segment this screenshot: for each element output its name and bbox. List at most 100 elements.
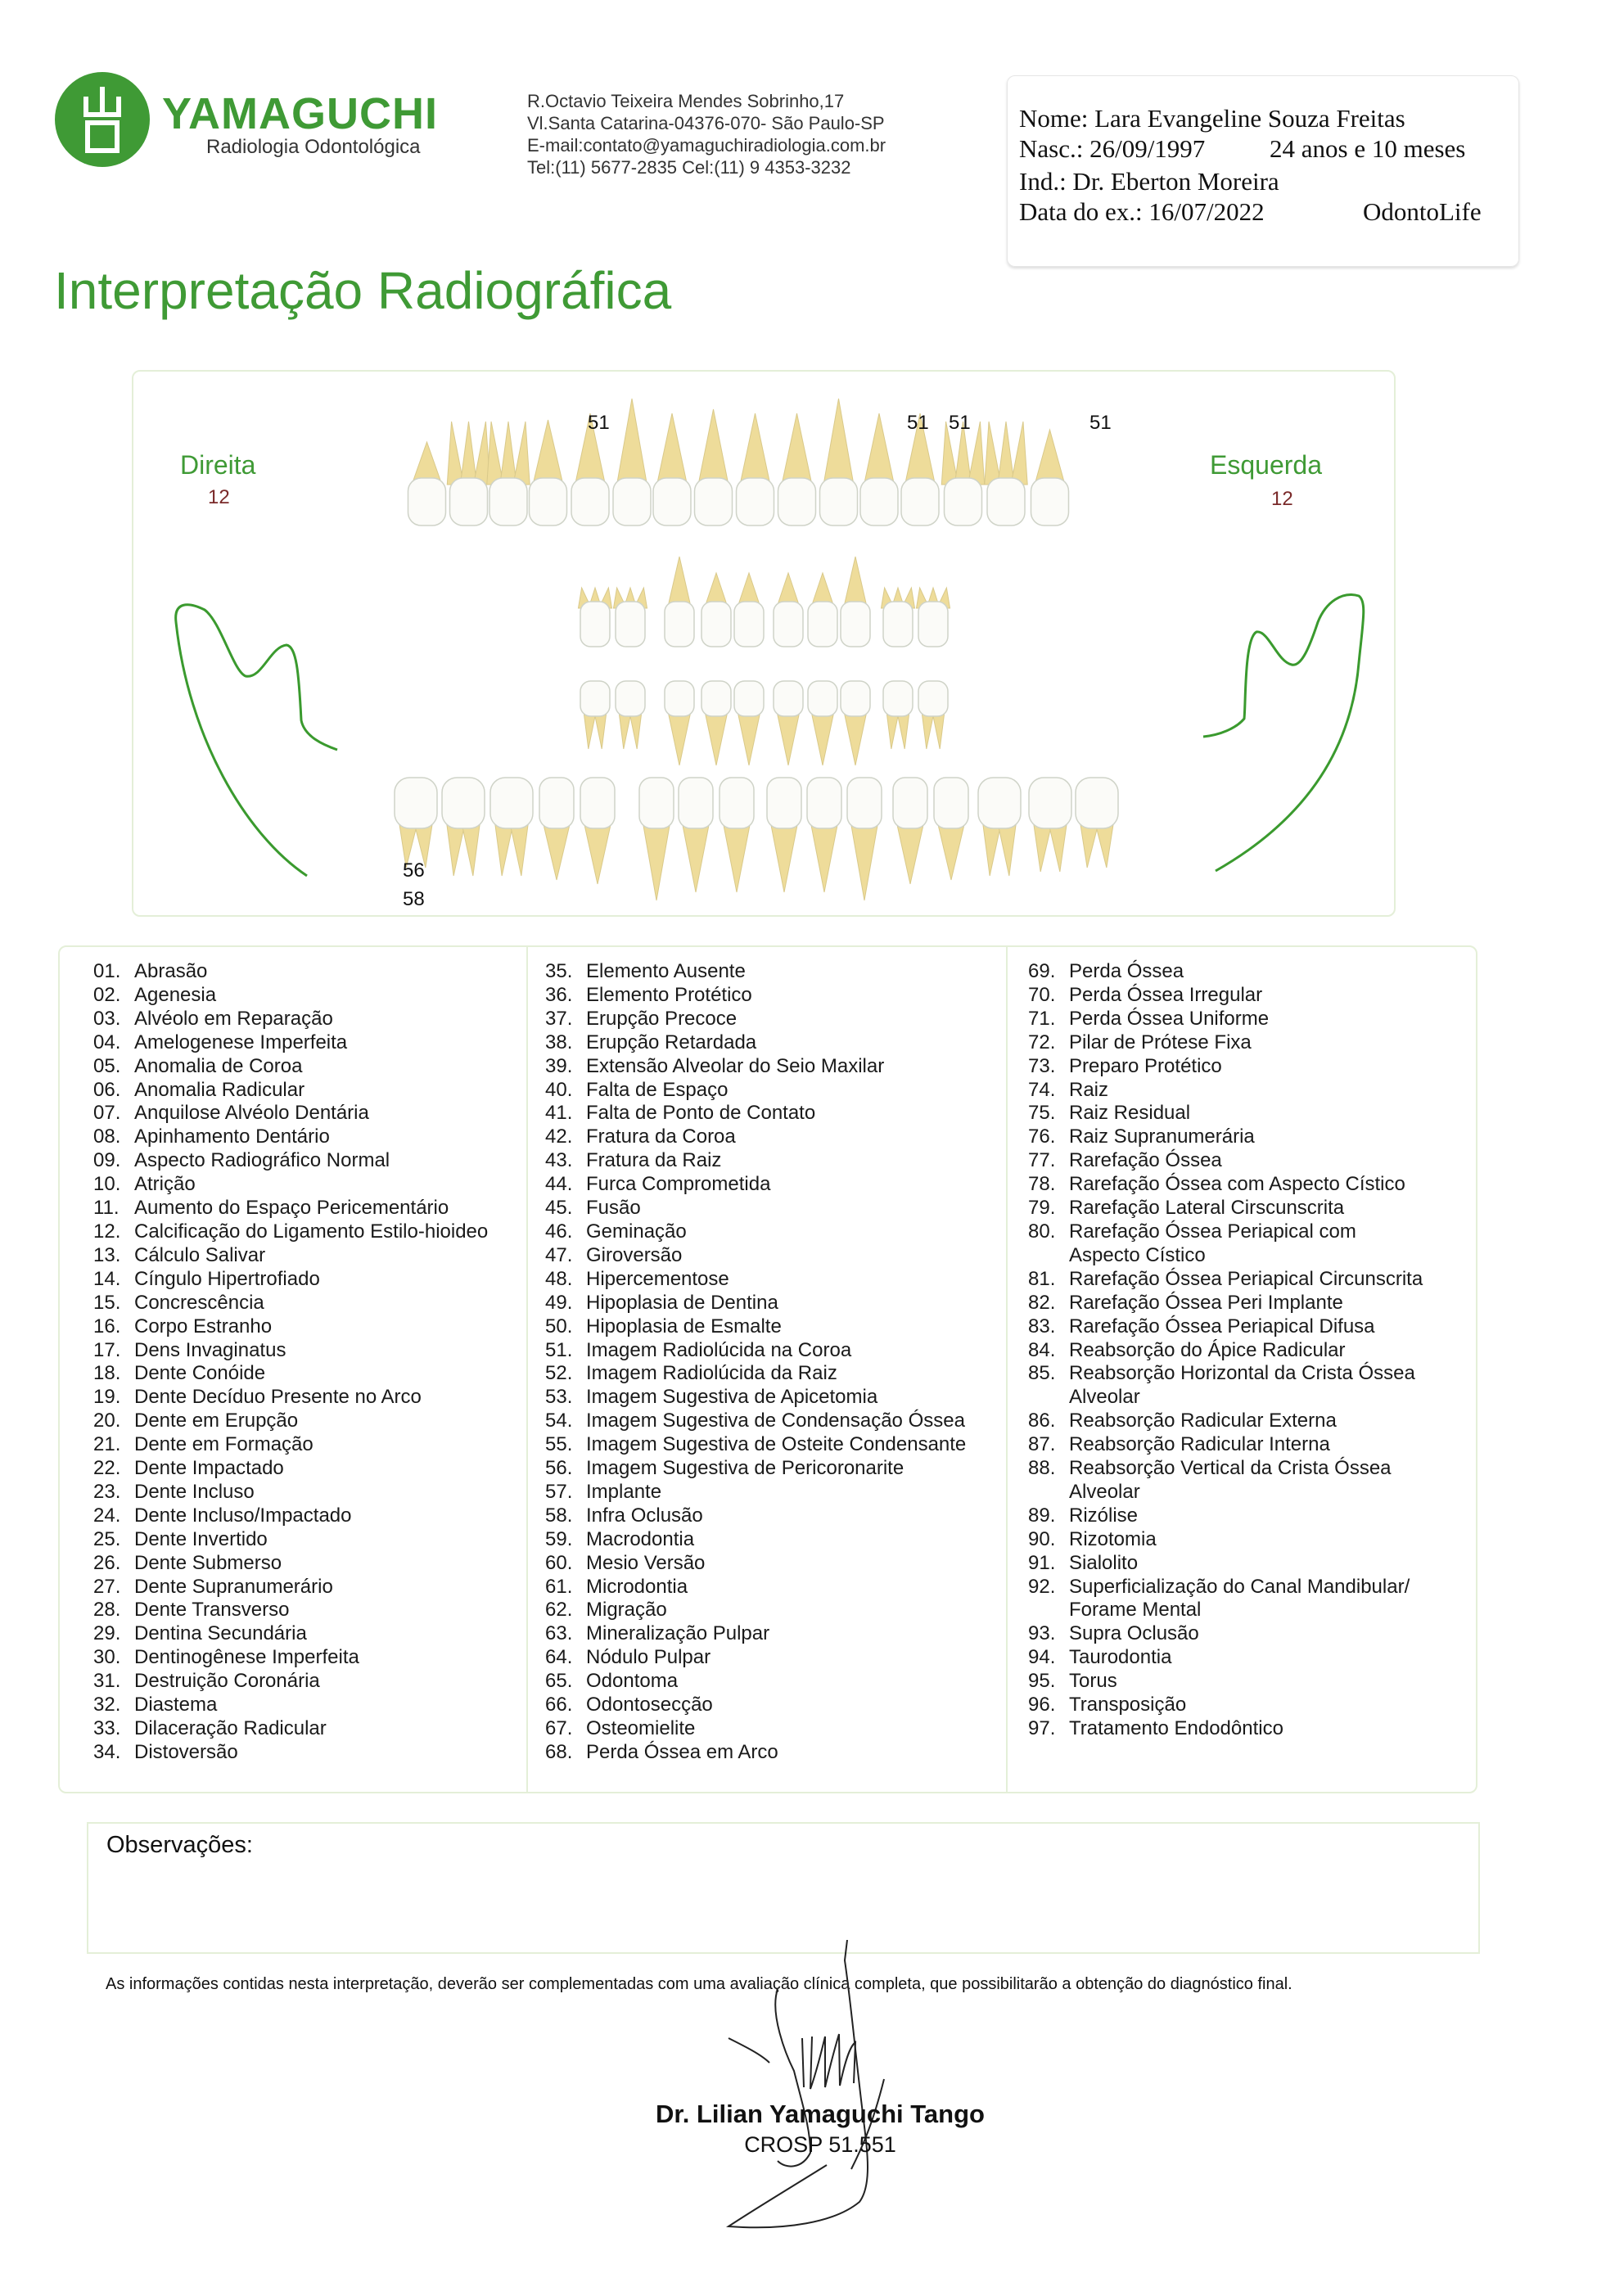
tooth	[984, 421, 1028, 526]
finding-number: 59.	[545, 1527, 573, 1550]
email-line: E-mail:contato@yamaguchiradiologia.com.b…	[527, 135, 886, 156]
finding-item: 70. Perda Óssea Irregular	[1028, 984, 1423, 1008]
finding-label: Imagem Sugestiva de Osteite Condensante	[586, 1433, 967, 1456]
finding-label: Fratura da Coroa	[586, 1125, 736, 1148]
finding-number: 19.	[93, 1386, 121, 1409]
finding-number: 10.	[93, 1173, 121, 1196]
tooth-mark: 56	[403, 859, 425, 882]
finding-label: Falta de Espaço	[586, 1078, 729, 1101]
finding-number: 62.	[545, 1599, 573, 1622]
finding-number: 31.	[93, 1670, 121, 1693]
finding-item: 09.Aspecto Radiográfico Normal	[93, 1149, 488, 1173]
tooth	[577, 586, 613, 647]
finding-item: 31. Destruição Coronária	[93, 1670, 488, 1694]
finding-label: Alvéolo em Reparação	[134, 1007, 333, 1030]
finding-label: Rarefação Óssea Periapical Circunscrita	[1069, 1267, 1423, 1290]
referrer: Ind.: Dr. Eberton Moreira	[1019, 167, 1279, 196]
finding-item: 23.Dente Incluso	[93, 1481, 488, 1504]
finding-number: 91.	[1028, 1551, 1056, 1574]
finding-label: Rarefação Óssea Periapical Difusa	[1069, 1315, 1375, 1337]
finding-number: 81.	[1028, 1267, 1056, 1290]
finding-number: 50.	[545, 1315, 573, 1337]
tooth	[638, 777, 674, 901]
finding-label: Corpo Estranho	[134, 1315, 273, 1337]
tooth	[806, 777, 842, 893]
right-mandible-outline	[174, 603, 338, 877]
tooth	[441, 777, 485, 877]
finding-item: 42.Fratura da Coroa	[545, 1125, 966, 1149]
finding-item: 63.Mineralização Pulpar	[545, 1622, 966, 1646]
left-side-label: Esquerda	[1210, 450, 1322, 480]
finding-number: 70.	[1028, 983, 1056, 1006]
finding-label: Rarefação Óssea	[1069, 1149, 1222, 1172]
finding-label: Microdontia	[586, 1575, 688, 1598]
finding-item: 71.Perda Óssea Uniforme	[1028, 1008, 1423, 1031]
finding-label: Destruição Coronária	[134, 1670, 320, 1693]
finding-number: 77.	[1028, 1149, 1056, 1172]
finding-label: Hipoplasia de Dentina	[586, 1291, 778, 1314]
finding-label: Dente Supranumerário	[134, 1575, 333, 1598]
logo-icon	[55, 72, 150, 167]
finding-label: Dente Conóide	[134, 1362, 266, 1385]
finding-item: 80.Rarefação Óssea Periapical com Aspect…	[1028, 1220, 1423, 1268]
finding-label: Odontosecção	[586, 1694, 713, 1716]
finding-number: 47.	[545, 1243, 573, 1266]
finding-item: 02.Agenesia	[93, 984, 488, 1008]
finding-label: Dente Invertido	[134, 1527, 268, 1550]
tooth	[571, 413, 610, 526]
finding-label: Macrodontia	[586, 1527, 695, 1550]
finding-label: Migração	[586, 1599, 667, 1622]
finding-item: 89.Rizólise	[1028, 1504, 1423, 1528]
finding-item: 21.Dente em Formação	[93, 1433, 488, 1457]
finding-label: Tratamento Endodôntico	[1069, 1717, 1283, 1739]
finding-number: 63.	[545, 1622, 573, 1645]
finding-item: 93.Supra Oclusão	[1028, 1622, 1423, 1646]
finding-item: 84.Reabsorção do Ápice Radicular	[1028, 1339, 1423, 1363]
finding-label: Infra Oclusão	[586, 1504, 703, 1527]
finding-number: 37.	[545, 1007, 573, 1030]
tooth	[892, 777, 928, 885]
tooth	[1030, 428, 1070, 526]
finding-label: Raiz	[1069, 1078, 1109, 1101]
dental-chart-frame	[132, 370, 1396, 917]
finding-item: 69.Perda Óssea	[1028, 960, 1423, 984]
finding-item: 25.Dente Invertido	[93, 1528, 488, 1552]
tooth	[941, 421, 986, 526]
brand-name: YAMAGUCHI	[162, 89, 439, 138]
column-divider	[526, 947, 528, 1792]
finding-number: 09.	[93, 1149, 121, 1172]
disclaimer-text: As informações contidas nesta interpreta…	[106, 1975, 1292, 1993]
finding-label: Dente em Formação	[134, 1433, 314, 1456]
tooth	[664, 556, 695, 647]
finding-label: Perda Óssea Irregular	[1069, 983, 1263, 1006]
finding-item: 44.Furca Comprometida	[545, 1173, 966, 1197]
finding-label: Supra Oclusão	[1069, 1622, 1199, 1645]
finding-number: 02.	[93, 983, 121, 1006]
finding-number: 18.	[93, 1362, 121, 1385]
finding-label: Elemento Ausente	[586, 960, 746, 982]
finding-number: 94.	[1028, 1646, 1056, 1669]
finding-item: 59. Macrodontia	[545, 1528, 966, 1552]
tooth	[580, 777, 616, 885]
brand-subtitle: Radiologia Odontológica	[206, 136, 421, 158]
finding-label: Aumento do Espaço Pericementário	[134, 1197, 449, 1220]
tooth	[735, 413, 775, 526]
observations-box[interactable]: Observações:	[87, 1822, 1480, 1954]
handwritten-signature	[726, 1940, 885, 2229]
finding-number: 56.	[545, 1457, 573, 1480]
finding-label: Rarefação Óssea Peri Implante	[1069, 1291, 1343, 1314]
finding-label: Rarefação Óssea Periapical com Aspecto C…	[1069, 1220, 1356, 1266]
finding-label: Atrição	[134, 1173, 196, 1196]
finding-item: 96.Transposição	[1028, 1694, 1423, 1717]
clinic-name: OdontoLife	[1363, 197, 1482, 226]
dental-chart	[174, 398, 1365, 901]
finding-label: Elemento Protético	[586, 983, 752, 1006]
tooth	[1028, 777, 1072, 873]
finding-label: Transposição	[1069, 1694, 1187, 1716]
finding-number: 73.	[1028, 1054, 1056, 1077]
finding-number: 07.	[93, 1102, 121, 1125]
finding-label: Reabsorção Radicular Externa	[1069, 1410, 1337, 1432]
finding-number: 05.	[93, 1054, 121, 1077]
